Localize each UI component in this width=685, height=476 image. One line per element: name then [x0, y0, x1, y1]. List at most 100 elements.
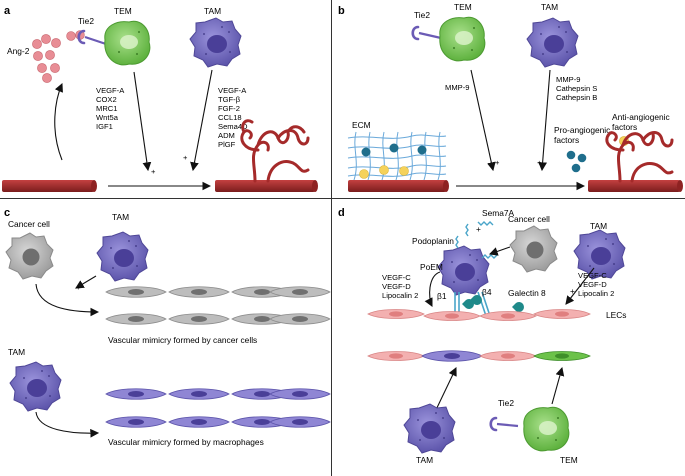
right-factor-d-1: VEGF-D — [578, 280, 607, 289]
tie2-stalk-b — [418, 31, 442, 40]
podoplanin-label: Podoplanin — [412, 236, 454, 246]
tam-cell-c-bottom — [9, 361, 62, 412]
tam-factor-6: PlGF — [218, 140, 236, 149]
tam-label-d-top: TAM — [590, 221, 607, 231]
vm-cancer-row-1 — [105, 286, 331, 298]
left-factor-list-d: VEGF-C VEGF-D Lipocalin 2 — [382, 273, 418, 300]
arrow-cancer-to-poem — [488, 246, 511, 256]
tam-factor-b-0: MMP-9 — [556, 75, 580, 84]
panel-d: d Sema7A + Cancer cell TAM Podoplanin Po… — [338, 207, 626, 465]
tam-label-c-bottom: TAM — [8, 347, 25, 357]
tam-factor-2: FGF-2 — [218, 104, 240, 113]
tem-label-d: TEM — [560, 455, 578, 465]
arrow-tem-to-sprout — [133, 71, 152, 172]
vessel-left-a — [2, 180, 97, 192]
panel-d-letter: d — [338, 207, 345, 219]
tam-label-b: TAM — [541, 2, 558, 12]
cancer-label-c: Cancer cell — [8, 219, 50, 229]
plus-c: + — [76, 283, 81, 292]
vm-cancer-label: Vascular mimicry formed by cancer cells — [108, 335, 257, 345]
panel-a: a Ang-2 Tie2 TEM TAM VEGF-A COX2 MRC1 Wn… — [2, 5, 318, 192]
anti-angiogenic-label-0: Anti-angiogenic — [612, 112, 670, 122]
pro-angiogenic-label-0: Pro-angiogenic — [554, 125, 610, 135]
right-factor-d-0: VEGF-C — [578, 271, 607, 280]
lecs-label: LECs — [606, 310, 626, 320]
tam-factor-b-2: Cathepsin B — [556, 93, 597, 102]
tam-factor-1: TGF-β — [218, 95, 241, 104]
tam-cell — [189, 17, 242, 68]
lec-row-bottom — [367, 350, 591, 362]
arrow-tam-to-sprout — [190, 69, 213, 172]
panel-b-letter: b — [338, 5, 345, 17]
arrow-tam-to-vm — [35, 411, 100, 438]
ang2-molecules — [32, 30, 85, 83]
tem-factor-4: IGF1 — [96, 122, 113, 131]
ecm-teal-factors — [361, 143, 427, 157]
sema7a-label: Sema7A — [482, 208, 515, 218]
tem-label-b: TEM — [454, 2, 472, 12]
panel-a-letter: a — [4, 5, 11, 17]
tam-cell-d-bottom — [403, 403, 456, 454]
tie2-receptor-b — [411, 25, 420, 41]
pro-angiogenic-label-1: factors — [554, 135, 579, 145]
arrow-tam-to-lec-row — [433, 367, 457, 415]
vm-macro-row-1 — [105, 388, 331, 400]
pro-factors-b — [566, 150, 587, 173]
tam-factor-list: VEGF-A TGF-β FGF-2 CCL18 Sema4D ADM PlGF — [218, 86, 248, 149]
arrow-tem-to-lec-row — [551, 366, 565, 405]
tam-label-d-bottom: TAM — [416, 455, 433, 465]
tie2-label: Tie2 — [78, 16, 94, 26]
arrow-tem-b — [470, 69, 496, 172]
tie2-label-b: Tie2 — [414, 10, 430, 20]
plus-d-tam: + — [570, 286, 575, 296]
tem-factor-b-0: MMP-9 — [445, 83, 469, 92]
tem-cell — [104, 20, 151, 66]
cancer-cell-c — [5, 232, 54, 280]
tam-factor-0: VEGF-A — [218, 86, 247, 95]
vessel-left-b — [348, 180, 449, 192]
sema7a-ligands — [455, 221, 498, 259]
arrow-tam-b — [538, 69, 551, 172]
left-factor-d-0: VEGF-C — [382, 273, 411, 282]
tam-factor-b-1: Cathepsin S — [556, 84, 597, 93]
b1-label: β1 — [437, 291, 447, 301]
ecm-mesh — [347, 131, 447, 181]
ecm-label: ECM — [352, 120, 371, 130]
tam-factor-5: ADM — [218, 131, 235, 140]
tie2-stalk-d — [496, 422, 519, 428]
galectin8-molecules — [462, 295, 524, 312]
right-factor-list-d: VEGF-C VEGF-D Lipocalin 2 — [578, 271, 614, 298]
right-factor-d-2: Lipocalin 2 — [578, 289, 614, 298]
vm-macro-label: Vascular mimicry formed by macrophages — [108, 437, 264, 447]
left-factor-d-1: VEGF-D — [382, 282, 411, 291]
panel-c: c Cancer cell TAM + Vascular mimicry for… — [4, 207, 331, 447]
poem-label: PoEM — [420, 262, 443, 272]
plus-d-sema: + — [476, 224, 481, 234]
ecm-yellow-factors — [359, 165, 409, 179]
panel-b: b Tie2 TEM TAM MMP-9 MMP-9 Cathepsin S C… — [338, 2, 683, 192]
tie2-stalk — [84, 35, 107, 46]
tem-cell-d — [523, 406, 570, 452]
arrow-poem-to-lecs — [424, 271, 441, 307]
vm-cancer-row-2 — [105, 313, 331, 325]
b4-label: β4 — [482, 287, 492, 297]
vessel-sprouting-b — [588, 131, 683, 192]
arrow-vessel-to-ang2 — [54, 82, 63, 161]
tem-factor-1: COX2 — [96, 95, 117, 104]
arrow-cancer-to-vm — [35, 283, 100, 317]
tam-factor-3: CCL18 — [218, 113, 242, 122]
tem-factor-list: VEGF-A COX2 MRC1 Wnt5a IGF1 — [96, 86, 125, 131]
tie2-receptor-d — [489, 416, 498, 432]
plus-a-tam: + — [183, 153, 188, 162]
ang2-label: Ang-2 — [7, 46, 30, 56]
vessel-sprouting-a — [215, 119, 318, 192]
tem-factor-0: VEGF-A — [96, 86, 125, 95]
tem-factor-2: MRC1 — [96, 104, 118, 113]
arrow-tam-to-lecs — [565, 267, 595, 305]
galectin8-label: Galectin 8 — [508, 288, 546, 298]
panel-c-letter: c — [4, 207, 10, 219]
tam-label: TAM — [204, 6, 221, 16]
vm-macro-row-2 — [105, 416, 331, 428]
tam-cell-c-top — [96, 231, 149, 282]
